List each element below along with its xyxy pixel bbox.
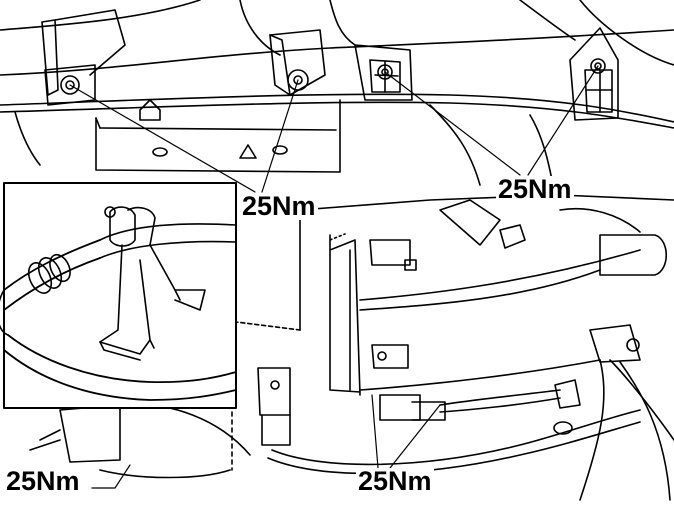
torque-label-bottom-center: 25Nm <box>356 466 434 496</box>
upper-panel <box>0 0 674 196</box>
mount-4 <box>569 27 619 121</box>
mount-1 <box>41 9 126 106</box>
mount-3 <box>354 44 413 101</box>
torque-label-bottom-left: 25Nm <box>4 466 82 496</box>
inset-detail <box>0 182 237 409</box>
leader-lines-bottom <box>91 394 441 489</box>
right-components <box>439 199 674 501</box>
main-body <box>219 194 674 471</box>
bracket-tray <box>95 99 341 173</box>
mount-2 <box>269 29 326 96</box>
torque-label-top-right: 25Nm <box>496 174 574 204</box>
leader-lines-top <box>69 65 599 193</box>
torque-label-top-center: 25Nm <box>240 191 318 221</box>
